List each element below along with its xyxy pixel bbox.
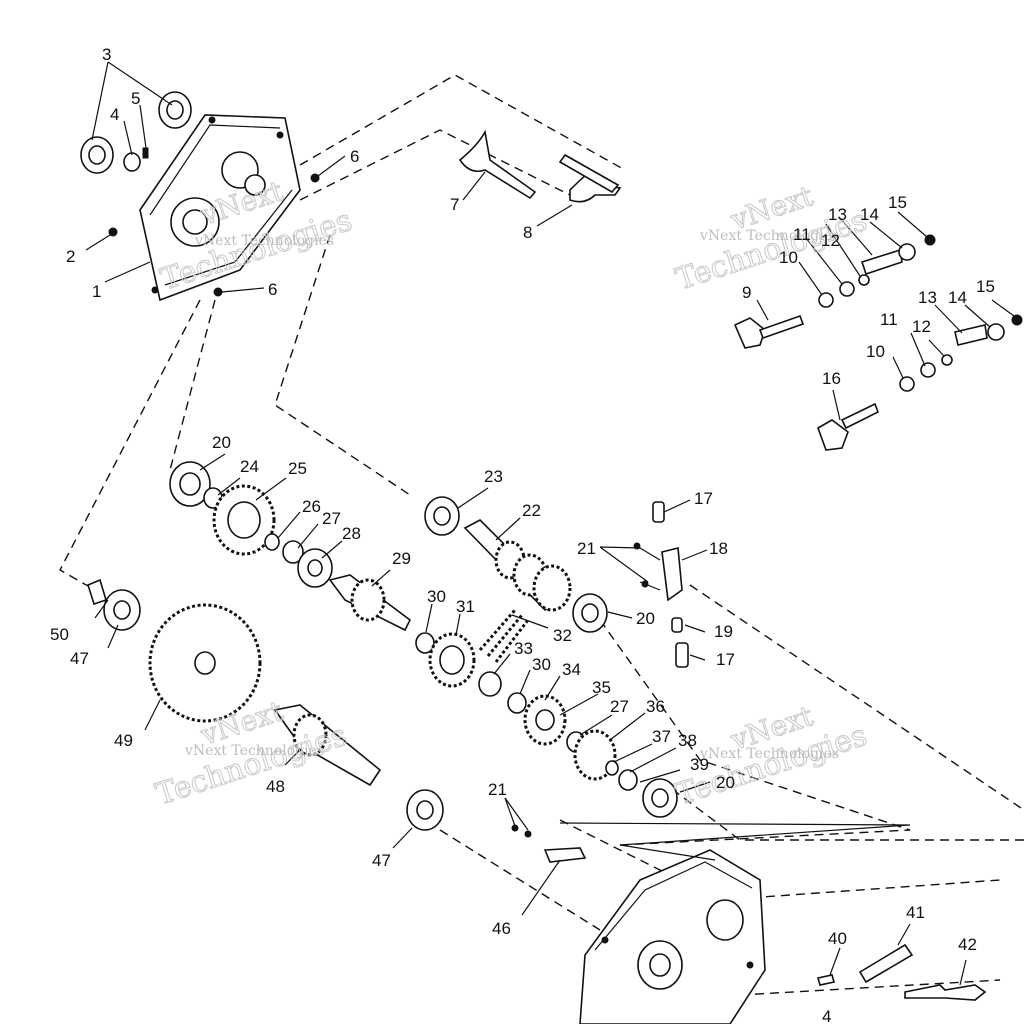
part-label: 14: [948, 288, 967, 307]
part-label: 15: [888, 193, 907, 212]
part-label: 1: [92, 282, 101, 301]
part-label: 4: [110, 105, 119, 124]
part-label: 30: [532, 655, 551, 674]
part-label: 6: [268, 280, 277, 299]
svg-text:vNext Technologies: vNext Technologies: [194, 233, 334, 249]
part-label: 41: [906, 903, 925, 922]
part-label: 22: [522, 501, 541, 520]
shift-forks: [458, 129, 622, 203]
part-label: 20: [636, 609, 655, 628]
shifter-shaft-upper: [733, 234, 936, 349]
part-label: 17: [694, 489, 713, 508]
part-label: 4: [822, 1007, 831, 1024]
part-label: 18: [709, 539, 728, 558]
part-label: 40: [828, 929, 847, 948]
housing-cover: [139, 114, 301, 302]
part-label: 10: [866, 342, 885, 361]
part-label: 11: [880, 310, 898, 329]
part-label: 29: [392, 549, 411, 568]
part-label: 32: [553, 626, 572, 645]
part-label: 24: [240, 457, 259, 476]
part-label: 31: [456, 597, 475, 616]
part-label: 19: [714, 622, 733, 641]
part-label: 42: [958, 935, 977, 954]
part-label: 12: [912, 317, 931, 336]
part-label: 46: [492, 919, 511, 938]
part-label: 7: [450, 195, 459, 214]
part-label: 25: [288, 459, 307, 478]
intermediate-shaft-assembly: [169, 461, 678, 818]
dipstick-parts: [816, 943, 987, 1001]
part-label: 21: [577, 539, 596, 558]
part-label: 47: [372, 851, 391, 870]
part-label: 12: [821, 231, 840, 250]
upper-shaft-assembly: [424, 496, 608, 633]
part-label: 38: [678, 731, 697, 750]
part-labels: 3 5 4 2 1 6 6 7 8 9 10 11 12 13 14 15 10…: [50, 45, 995, 1024]
part-label: 37: [652, 727, 671, 746]
part-label: 20: [716, 773, 735, 792]
lower-housing: [511, 822, 911, 1024]
part-label: 14: [860, 205, 879, 224]
shifter-shaft-lower: [817, 314, 1023, 451]
part-label: 9: [742, 283, 751, 302]
part-label: 17: [716, 650, 735, 669]
part-label: 33: [514, 639, 533, 658]
svg-text:vNext Technologies: vNext Technologies: [699, 228, 839, 244]
part-label: 34: [562, 660, 581, 679]
output-assembly: [87, 578, 444, 831]
part-label: 2: [66, 247, 75, 266]
part-label: 35: [592, 678, 611, 697]
part-label: 27: [610, 697, 629, 716]
part-label: 13: [828, 205, 847, 224]
part-label: 49: [114, 731, 133, 750]
part-label: 48: [266, 777, 285, 796]
part-label: 47: [70, 649, 89, 668]
part-label: 3: [102, 45, 111, 64]
part-label: 50: [50, 625, 69, 644]
assembly-dashed-lines: [59, 74, 1024, 996]
leader-lines: [85, 61, 1015, 986]
part-label: 8: [523, 223, 532, 242]
interlock-parts: [633, 501, 689, 668]
part-label: 20: [212, 433, 231, 452]
part-label: 13: [918, 288, 937, 307]
part-label: 6: [350, 147, 359, 166]
part-label: 28: [342, 524, 361, 543]
part-label: 15: [976, 277, 995, 296]
part-label: 5: [131, 89, 140, 108]
part-label: 16: [822, 369, 841, 388]
part-label: 39: [690, 755, 709, 774]
part-label: 11: [793, 225, 811, 244]
svg-text:vNext Technologies: vNext Technologies: [699, 746, 839, 762]
part-label: 26: [302, 497, 321, 516]
part-label: 36: [646, 697, 665, 716]
part-label: 27: [322, 509, 341, 528]
svg-text:vNext Technologies: vNext Technologies: [184, 743, 324, 759]
part-label: 10: [779, 248, 798, 267]
part-label: 23: [484, 467, 503, 486]
part-label: 30: [427, 587, 446, 606]
part-label: 21: [488, 780, 507, 799]
